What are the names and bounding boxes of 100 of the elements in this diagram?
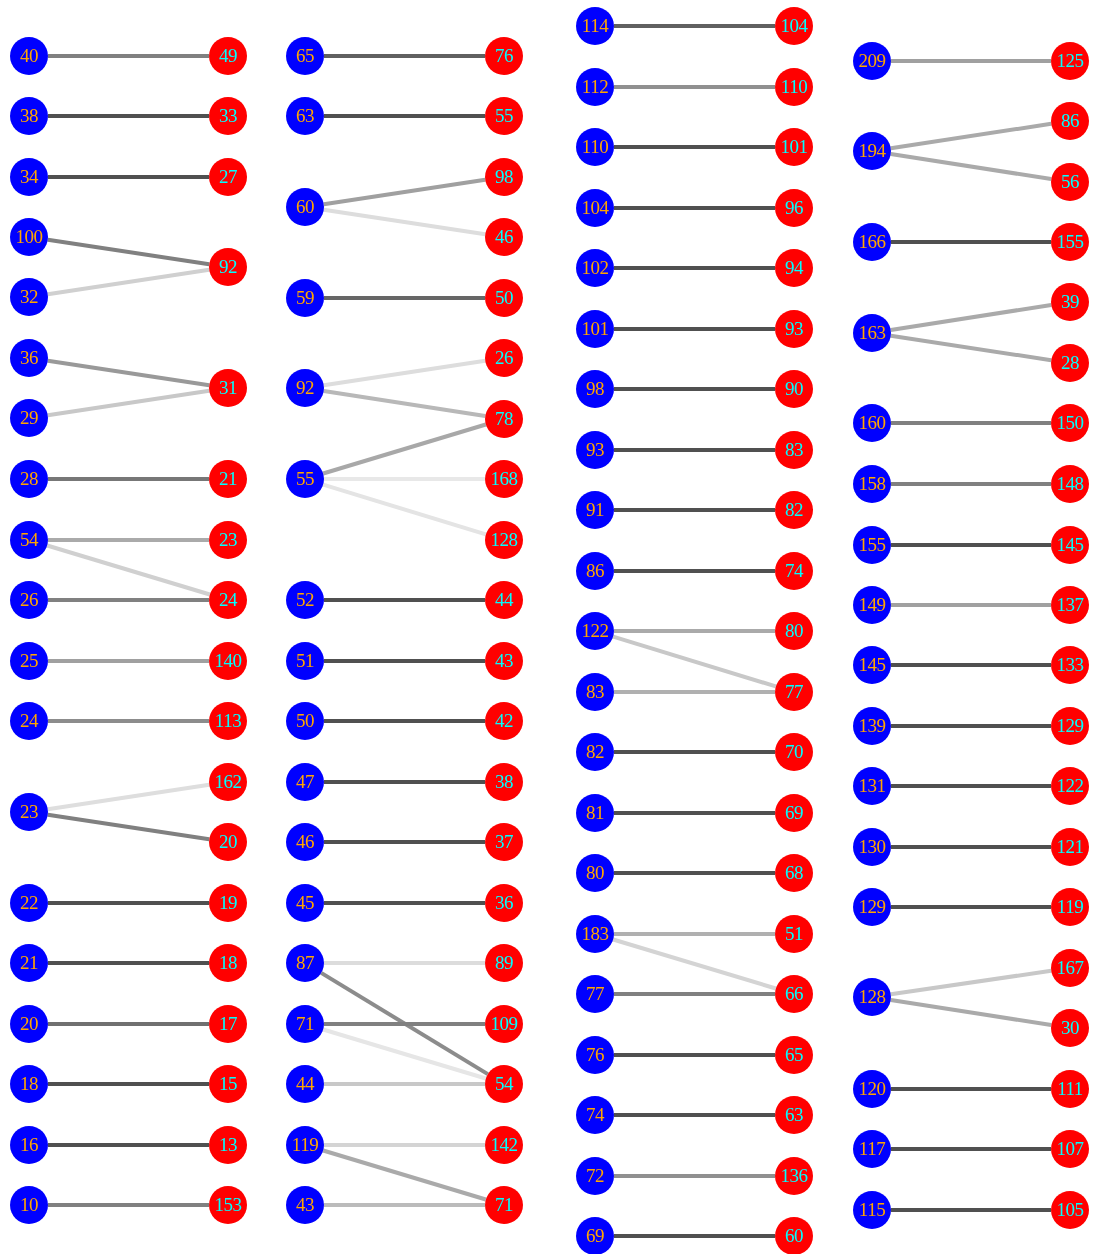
connector-line — [891, 1208, 1051, 1212]
source-node-circle: 63 — [286, 97, 324, 135]
target-node-circle: 78 — [485, 400, 523, 438]
target-node-circle: 153 — [209, 1186, 247, 1224]
target-node-circle: 107 — [1051, 1130, 1089, 1168]
target-node-circle: 109 — [485, 1005, 523, 1043]
source-node-circle: 92 — [286, 369, 324, 407]
source-node-circle: 23 — [10, 793, 48, 831]
connector-line — [320, 971, 489, 1076]
target-node-circle: 69 — [775, 794, 813, 832]
connector-line — [324, 1203, 485, 1207]
source-node-circle: 77 — [576, 975, 614, 1013]
connector-line — [324, 719, 485, 723]
source-node-circle: 20 — [10, 1005, 48, 1043]
connector-line — [324, 659, 485, 663]
connector-line — [324, 780, 485, 784]
source-node-circle: 87 — [286, 944, 324, 982]
target-node-circle: 128 — [485, 521, 523, 559]
target-node-circle: 93 — [775, 310, 813, 348]
target-node-circle: 38 — [485, 763, 523, 801]
target-node-circle: 43 — [485, 642, 523, 680]
connector-line — [891, 784, 1051, 788]
connector-line — [48, 598, 209, 602]
connector-line — [324, 114, 485, 118]
target-node-circle: 76 — [485, 37, 523, 75]
source-node-circle: 102 — [576, 249, 614, 287]
connector-line — [323, 358, 486, 388]
source-node-circle: 163 — [853, 314, 891, 352]
connector-line — [324, 54, 485, 58]
source-node-circle: 81 — [576, 794, 614, 832]
connector-line — [614, 932, 775, 936]
connector-line — [614, 327, 775, 331]
target-node-circle: 136 — [775, 1157, 813, 1195]
target-node-circle: 105 — [1051, 1191, 1089, 1229]
connector-line — [48, 961, 209, 965]
connector-line — [614, 1053, 775, 1057]
connector-line — [322, 1148, 487, 1202]
target-node-circle: 46 — [485, 218, 523, 256]
source-node-circle: 51 — [286, 642, 324, 680]
source-node-circle: 25 — [10, 642, 48, 680]
source-node-circle: 28 — [10, 460, 48, 498]
connector-line — [48, 1022, 209, 1026]
connector-line — [612, 634, 777, 689]
source-node-circle: 149 — [853, 586, 891, 624]
connector-line — [324, 1022, 485, 1026]
target-node-circle: 68 — [775, 854, 813, 892]
target-node-circle: 148 — [1051, 465, 1089, 503]
source-node-circle: 36 — [10, 339, 48, 377]
target-node-circle: 142 — [485, 1126, 523, 1164]
source-node-circle: 120 — [853, 1070, 891, 1108]
source-node-circle: 45 — [286, 884, 324, 922]
target-node-circle: 60 — [775, 1217, 813, 1254]
source-node-circle: 101 — [576, 310, 614, 348]
target-node-circle: 83 — [775, 431, 813, 469]
target-node-circle: 19 — [209, 884, 247, 922]
target-node-circle: 80 — [775, 612, 813, 650]
source-node-circle: 139 — [853, 707, 891, 745]
connector-line — [890, 997, 1052, 1028]
source-node-circle: 69 — [576, 1217, 614, 1254]
connector-line — [890, 333, 1052, 363]
source-node-circle: 16 — [10, 1126, 48, 1164]
connector-line — [891, 421, 1051, 425]
source-node-circle: 10 — [10, 1186, 48, 1224]
connector-line — [614, 206, 775, 210]
target-node-circle: 96 — [775, 189, 813, 227]
target-node-circle: 122 — [1051, 767, 1089, 805]
connector-line — [891, 543, 1051, 547]
connector-line — [324, 598, 485, 602]
source-node-circle: 100 — [10, 218, 48, 256]
source-node-circle: 115 — [853, 1191, 891, 1229]
target-node-circle: 77 — [775, 673, 813, 711]
connector-line — [48, 477, 209, 481]
connector-line — [891, 1147, 1051, 1151]
target-node-circle: 110 — [775, 68, 813, 106]
target-node-circle: 119 — [1051, 888, 1089, 926]
source-node-circle: 74 — [576, 1096, 614, 1134]
target-node-circle: 71 — [485, 1186, 523, 1224]
source-node-circle: 129 — [853, 888, 891, 926]
target-node-circle: 94 — [775, 249, 813, 287]
target-node-circle: 44 — [485, 581, 523, 619]
target-node-circle: 66 — [775, 975, 813, 1013]
target-node-circle: 20 — [209, 823, 247, 861]
source-node-circle: 71 — [286, 1005, 324, 1043]
target-node-circle: 101 — [775, 128, 813, 166]
source-node-circle: 98 — [576, 370, 614, 408]
target-node-circle: 137 — [1051, 586, 1089, 624]
connector-line — [47, 267, 210, 297]
target-node-circle: 125 — [1051, 42, 1089, 80]
source-node-circle: 183 — [576, 915, 614, 953]
target-node-circle: 74 — [775, 552, 813, 590]
connector-line — [890, 151, 1052, 182]
source-node-circle: 40 — [10, 37, 48, 75]
connector-line — [614, 266, 775, 270]
target-node-circle: 82 — [775, 491, 813, 529]
target-node-circle: 129 — [1051, 707, 1089, 745]
connector-line — [614, 750, 775, 754]
target-node-circle: 18 — [209, 944, 247, 982]
connector-line — [612, 937, 777, 991]
source-node-circle: 44 — [286, 1065, 324, 1103]
connector-line — [324, 1143, 485, 1147]
